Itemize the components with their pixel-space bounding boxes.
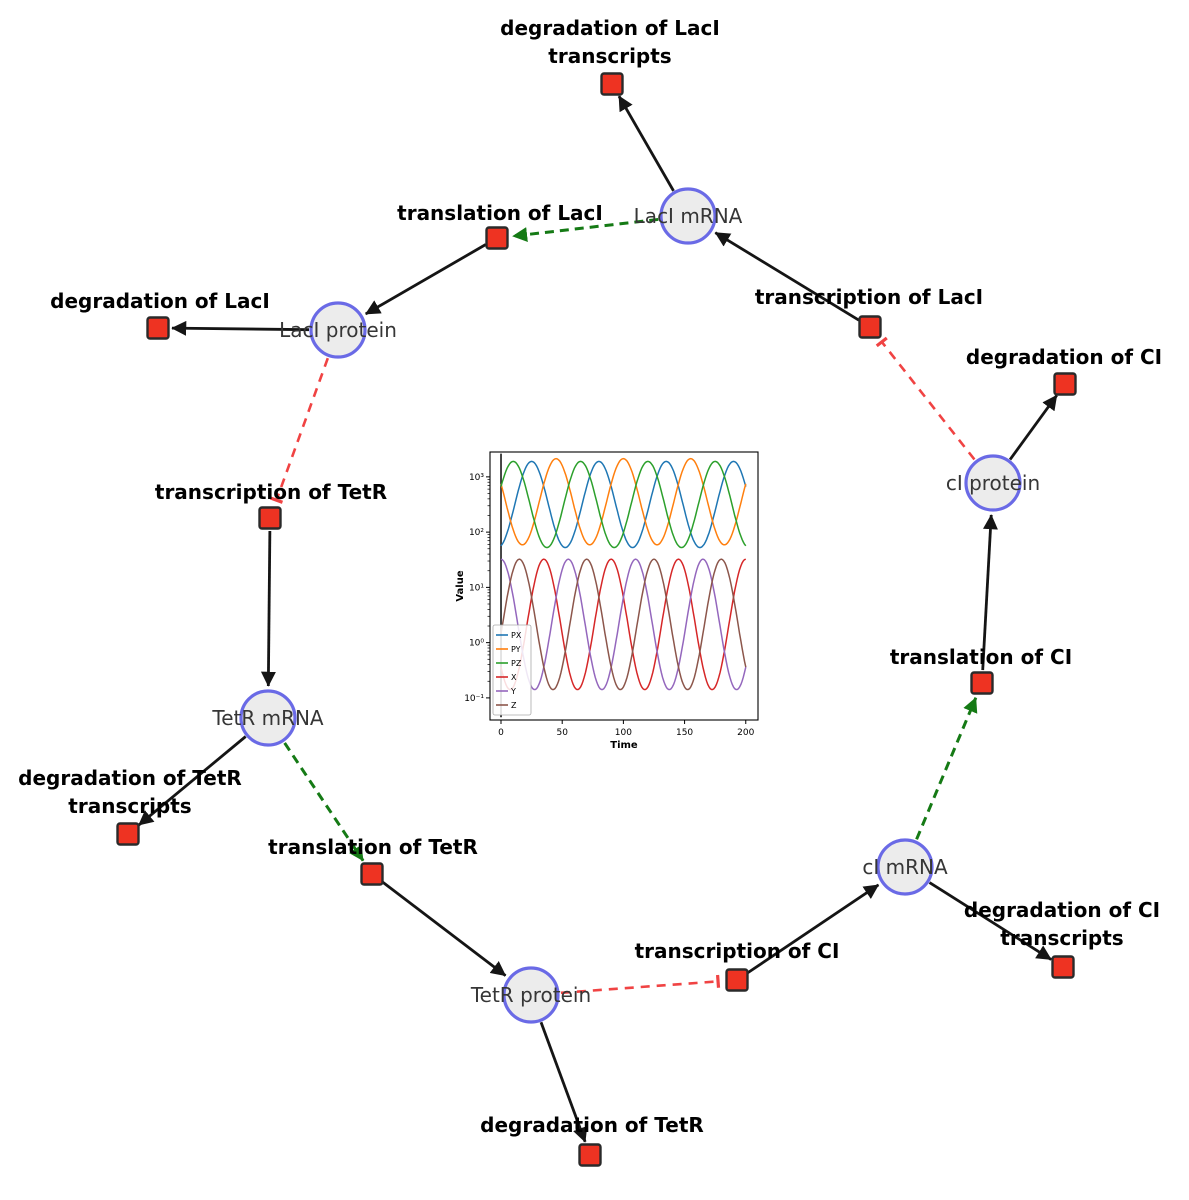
reaction-node-degradation-of-ci-transcripts	[1051, 955, 1075, 979]
edge-consumption-laci-mrna-to-degradation-of-laci-transcripts	[617, 95, 675, 192]
edge-production-translation-of-laci-to-laci-protein	[364, 243, 487, 316]
x-tick-label: 0	[498, 728, 504, 738]
legend-label-PZ: PZ	[511, 659, 522, 668]
y-axis-title: Value	[455, 570, 466, 601]
reaction-node-degradation-of-laci-transcripts	[600, 72, 624, 96]
y-tick-label: 10⁻¹	[464, 694, 484, 704]
species-node-laci-protein	[309, 301, 367, 359]
x-axis-title: Time	[610, 740, 638, 751]
y-tick-label: 10³	[469, 473, 484, 483]
edge-consumption-ci-protein-to-degradation-of-ci	[1008, 394, 1058, 461]
edges-layer	[137, 95, 1058, 1143]
species-node-laci-mrna	[659, 187, 717, 245]
reaction-node-degradation-of-ci	[1053, 372, 1077, 396]
legend-label-PX: PX	[511, 631, 522, 640]
reaction-node-translation-of-laci	[485, 226, 509, 250]
edge-consumption-tetr-mrna-to-degradation-of-tetr-transcripts	[137, 735, 247, 827]
species-node-ci-protein	[964, 454, 1022, 512]
edge-modifier-laci-mrna-to-translation-of-laci	[512, 217, 659, 242]
series-line-PY	[500, 457, 747, 546]
y-tick-label: 10¹	[469, 583, 484, 593]
series-line-X	[500, 558, 747, 691]
species-node-tetr-protein	[502, 966, 560, 1024]
reaction-node-degradation-of-laci	[146, 316, 170, 340]
edge-production-translation-of-tetr-to-tetr-protein	[381, 880, 507, 977]
reaction-node-transcription-of-tetr	[258, 506, 282, 530]
legend-label-X: X	[511, 673, 517, 682]
edge-production-translation-of-ci-to-ci-protein	[981, 514, 998, 671]
legend-label-Z: Z	[511, 701, 517, 710]
reaction-node-transcription-of-laci	[858, 315, 882, 339]
edge-inhibition-tetr-protein-to-transcription-of-ci	[560, 974, 721, 995]
y-tick-label: 10⁰	[469, 639, 484, 649]
edge-inhibition-laci-protein-to-transcription-of-tetr	[269, 357, 330, 504]
x-tick-label: 50	[556, 728, 568, 738]
edge-production-transcription-of-ci-to-ci-mrna	[747, 883, 880, 974]
nodes-layer	[116, 72, 1077, 1167]
legend-label-PY: PY	[511, 645, 521, 654]
x-tick-label: 150	[676, 728, 693, 738]
reaction-node-transcription-of-ci	[725, 968, 749, 992]
species-node-ci-mrna	[876, 838, 934, 896]
y-tick-label: 10²	[469, 528, 484, 538]
edge-consumption-tetr-protein-to-degradation-of-tetr	[539, 1021, 588, 1143]
series-line-PZ	[500, 460, 747, 549]
edge-modifier-ci-mrna-to-translation-of-ci	[915, 697, 978, 840]
edge-production-transcription-of-tetr-to-tetr-mrna	[260, 530, 276, 687]
edge-consumption-ci-mrna-to-degradation-of-ci-transcripts	[928, 881, 1052, 961]
axes-frame	[489, 451, 759, 721]
edge-consumption-laci-protein-to-degradation-of-laci	[171, 320, 310, 336]
edge-production-transcription-of-laci-to-laci-mrna	[714, 231, 860, 322]
series-line-Y	[500, 558, 747, 691]
edge-modifier-tetr-mrna-to-translation-of-tetr	[283, 742, 365, 862]
x-tick-label: 200	[737, 728, 754, 738]
series-line-Z	[500, 558, 747, 691]
species-node-tetr-mrna	[239, 689, 297, 747]
reaction-node-translation-of-ci	[970, 671, 994, 695]
reaction-node-translation-of-tetr	[360, 862, 384, 886]
reaction-node-degradation-of-tetr	[578, 1143, 602, 1167]
legend-box	[492, 624, 532, 716]
x-tick-label: 100	[615, 728, 632, 738]
reaction-node-degradation-of-tetr-transcripts	[116, 822, 140, 846]
edge-inhibition-ci-protein-to-transcription-of-laci	[875, 336, 976, 461]
legend-label-Y: Y	[510, 687, 516, 696]
